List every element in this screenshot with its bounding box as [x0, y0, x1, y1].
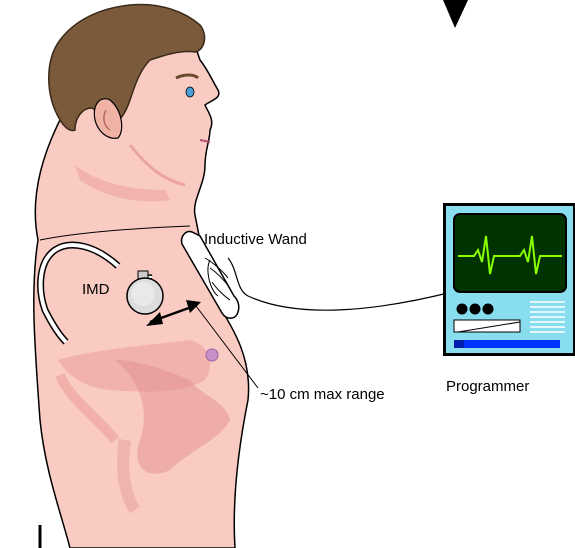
nipple [206, 349, 218, 361]
programmer-screen [454, 214, 566, 292]
wand-label: Inductive Wand [204, 231, 307, 248]
eye [186, 87, 194, 97]
speaker-grille [530, 302, 565, 332]
programmer-label: Programmer [446, 378, 529, 395]
status-bar [454, 340, 560, 348]
paper-slot [454, 320, 520, 332]
knob-1 [457, 304, 468, 315]
programmer-monitor-icon [443, 203, 575, 356]
range-label: ~10 cm max range [260, 386, 385, 403]
imd-label: IMD [82, 281, 110, 298]
knob-3 [483, 304, 494, 315]
knob-2 [470, 304, 481, 315]
wand-cable [228, 258, 452, 310]
cropped-title-glyph [443, 0, 468, 28]
